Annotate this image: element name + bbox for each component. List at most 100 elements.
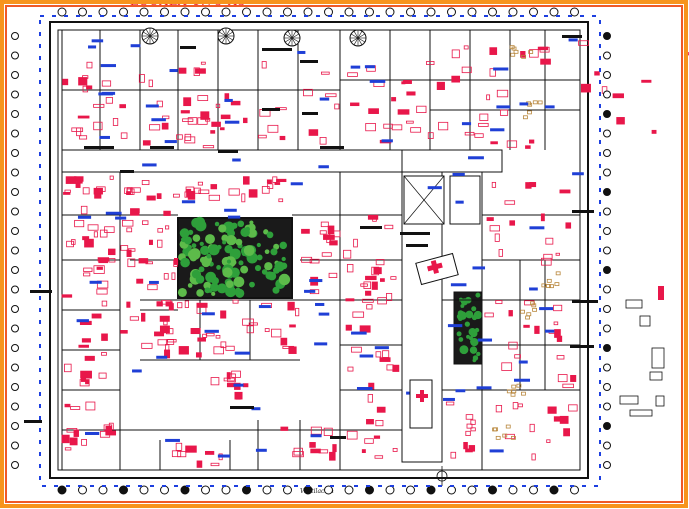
furniture-piece <box>502 433 508 438</box>
grid-axis-bubble-icon <box>529 7 538 17</box>
garden-foliage <box>464 321 470 327</box>
furniture-piece <box>130 208 140 216</box>
annotation-bar <box>302 112 318 115</box>
furniture-piece <box>126 227 133 233</box>
furniture-piece <box>168 303 174 311</box>
furniture-piece <box>386 293 393 301</box>
garden-foliage <box>465 310 474 319</box>
room-label-tag <box>145 104 159 108</box>
furniture-piece <box>397 109 410 115</box>
furniture-piece <box>120 132 128 139</box>
garden-foliage <box>272 266 280 274</box>
furniture-piece <box>493 427 498 432</box>
room-label-tag <box>181 200 196 204</box>
side-detail-blocks <box>619 286 665 417</box>
furniture-piece <box>101 333 108 341</box>
furniture-piece <box>309 442 316 448</box>
furniture-piece <box>120 330 128 334</box>
furniture-piece <box>83 267 93 272</box>
grid-axis-bubble-icon <box>11 168 19 177</box>
grid-axis-bubble-icon <box>160 7 169 17</box>
stair-tread <box>357 37 366 43</box>
annotation-bar <box>572 210 594 213</box>
stair-tread <box>221 28 227 37</box>
garden-foliage <box>225 280 234 288</box>
furniture-piece <box>248 189 258 198</box>
grid-axis-bubble-icon <box>11 266 19 274</box>
garden-foliage <box>196 289 204 297</box>
furniture-piece <box>142 220 149 225</box>
furniture-piece <box>540 213 545 222</box>
furniture-piece <box>154 331 165 337</box>
grid-axis-bubble-icon <box>324 7 333 17</box>
garden-foliage <box>204 287 211 294</box>
furniture-piece <box>578 40 589 46</box>
room-label-tag <box>455 389 466 393</box>
furniture-piece <box>142 140 151 146</box>
grid-axis-bubble-icon <box>242 485 251 495</box>
grid-axis-bubble-icon <box>11 227 19 235</box>
grid-axis-bubble-icon <box>11 149 19 157</box>
grid-axis-bubble-icon <box>344 7 354 17</box>
garden-foliage <box>217 283 228 294</box>
furniture-piece <box>321 252 332 257</box>
grid-axis-bubble-icon <box>221 485 231 495</box>
furniture-piece <box>159 325 170 334</box>
garden-foliage <box>235 287 241 293</box>
garden-foliage <box>208 244 220 256</box>
furniture-piece <box>180 110 190 114</box>
furniture-piece <box>382 350 390 358</box>
garden-foliage <box>279 241 288 250</box>
furniture-piece <box>540 58 551 65</box>
grid-axis-bubble-icon <box>201 7 210 17</box>
furniture-piece <box>612 93 624 99</box>
east-corridor <box>401 149 503 173</box>
grid-axis-bubble-icon <box>201 485 210 495</box>
furniture-piece <box>557 374 568 383</box>
furniture-piece <box>527 110 532 115</box>
furniture-piece <box>594 71 600 76</box>
furniture-piece <box>531 303 537 308</box>
room-label-tag <box>105 211 122 215</box>
furniture-piece <box>486 217 494 221</box>
garden-foliage <box>272 286 280 294</box>
grid-axis-bubble-icon <box>98 7 108 17</box>
furniture-piece <box>556 355 565 360</box>
furniture-piece <box>529 139 535 144</box>
grid-axis-bubble-icon <box>303 485 313 495</box>
stair-tread <box>225 31 234 37</box>
furniture-piece <box>445 401 455 406</box>
garden-foliage <box>211 276 219 285</box>
furniture-piece <box>321 71 330 75</box>
furniture-piece <box>184 133 192 141</box>
furniture-piece <box>69 437 78 446</box>
grid-axis-bubble-icon <box>603 363 611 372</box>
furniture-piece <box>509 45 515 50</box>
garden-foliage <box>179 228 190 238</box>
furniture-piece <box>495 435 501 440</box>
furniture-piece <box>377 297 387 305</box>
furniture-piece <box>74 219 85 228</box>
furniture-piece <box>351 346 362 353</box>
furniture-piece <box>112 118 119 126</box>
furniture-piece <box>530 301 535 306</box>
garden-foliage <box>198 266 205 273</box>
furniture-piece <box>93 187 103 195</box>
stair-tread <box>291 37 300 43</box>
grid-axis-bubble-icon <box>603 51 611 60</box>
grid-axis-bubble-icon <box>78 485 87 495</box>
room-label-tag <box>91 39 104 43</box>
furniture-piece <box>427 132 434 139</box>
furniture-piece <box>438 121 449 131</box>
garden-foliage <box>225 286 237 298</box>
furniture-piece <box>616 117 625 125</box>
room-label-tag <box>314 342 328 346</box>
furniture-piece <box>464 131 475 136</box>
furniture-piece <box>148 239 153 245</box>
furniture-piece <box>157 239 163 248</box>
grid-axis-bubble-icon <box>139 7 149 17</box>
furniture-piece <box>78 344 89 348</box>
room-label-tag <box>452 172 465 176</box>
grid-axis-bubble-icon <box>98 485 108 495</box>
furniture-piece <box>190 327 201 335</box>
